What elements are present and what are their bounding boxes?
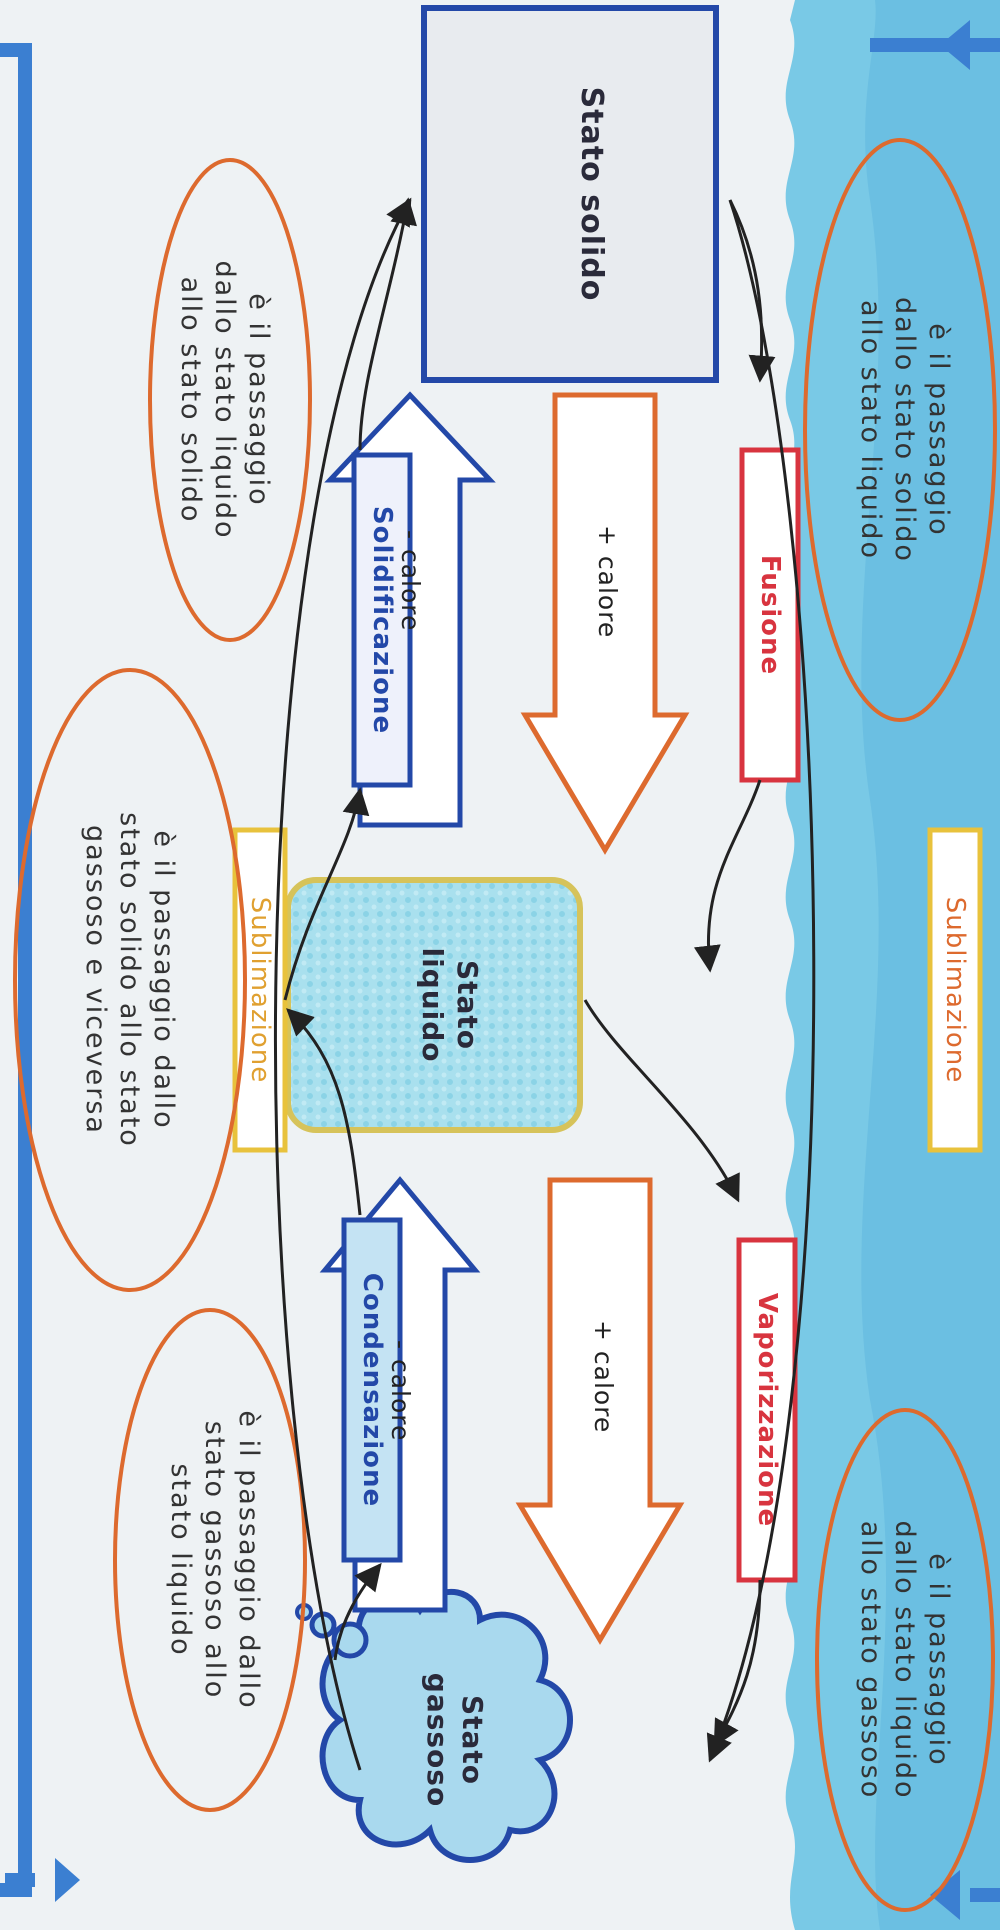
fusione-definition-oval: [803, 138, 997, 722]
minus-heat-label-1: - calore: [396, 530, 425, 632]
connector-solidificazione-to-solid: [358, 197, 417, 451]
liquid-state-box: [285, 877, 583, 1133]
solid-state-box: [421, 5, 719, 383]
connector-condensazione-to-liquid: [286, 1008, 362, 1216]
connector-vaporizzazione-to-gas: [713, 1579, 762, 1748]
sublimazione-bottom-box: [232, 827, 288, 1153]
fusione-definition: è il passaggio dallo stato solido allo s…: [855, 297, 955, 563]
sublimazione-definition-oval: [13, 668, 247, 1292]
plus-heat-label-2: + calore: [589, 1320, 618, 1434]
frame-arrows: [0, 20, 1000, 1920]
solidificazione-definition-oval: [148, 158, 312, 642]
minus-heat-label-2: - calore: [386, 1340, 415, 1442]
connector-gas-to-condensazione: [333, 1562, 382, 1661]
vaporizzazione-label: Vaporizzazione: [752, 1292, 782, 1528]
sublimazione-definition: è il passaggio dallo stato solido allo s…: [80, 812, 180, 1148]
vaporizzazione-definition: è il passaggio dallo stato liquido allo …: [855, 1520, 955, 1800]
vaporizzazione-definition-oval: [815, 1408, 995, 1912]
connector-solid-to-fusione: [728, 199, 776, 383]
connector-liquid-to-vaporizzazione: [583, 999, 740, 1203]
plus-heat-arrow-2: [515, 1177, 685, 1645]
condensazione-definition: è il passaggio dallo stato gassoso allo …: [165, 1410, 265, 1710]
liquid-state-label: Stato liquido: [416, 947, 484, 1063]
connector-sublimation-top: [706, 199, 816, 1763]
sublimazione-bottom-label: Sublimazione: [245, 896, 275, 1084]
connector-sublimation-bottom: [273, 197, 412, 1771]
solidificazione-box: [351, 452, 413, 788]
solidificazione-definition: è il passaggio dallo stato liquido allo …: [175, 260, 275, 540]
sublimazione-top-box: [927, 827, 983, 1153]
sublimazione-top-label: Sublimazione: [940, 896, 970, 1084]
gas-state-label: Stato gassoso: [421, 1672, 489, 1808]
connector-fusione-to-liquid: [693, 779, 762, 973]
solid-state-label: Stato solido: [574, 86, 609, 302]
plus-heat-label-1: + calore: [593, 525, 622, 639]
condensazione-definition-oval: [113, 1308, 307, 1812]
fusione-label: Fusione: [755, 554, 785, 676]
vaporizzazione-box: [736, 1237, 798, 1583]
connector-liquid-to-solidificazione: [283, 787, 370, 1001]
plus-heat-arrow-1: [520, 392, 690, 855]
condensazione-box: [341, 1217, 403, 1563]
